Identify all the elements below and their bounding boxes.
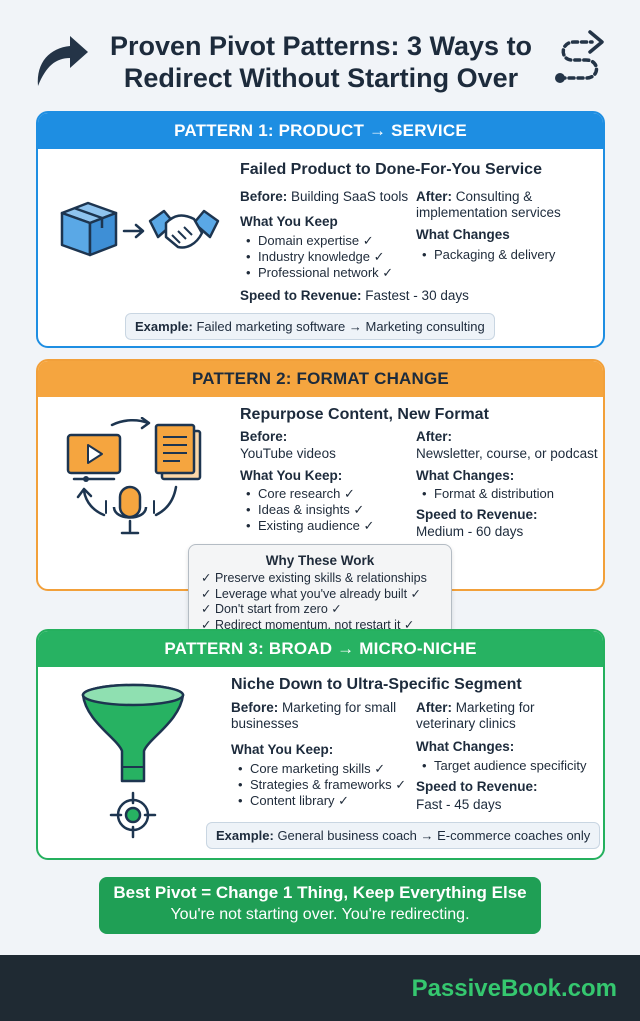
title-line-2: Redirect Without Starting Over [123, 63, 519, 93]
why-title: Why These Work [265, 553, 375, 568]
pattern-3-example: Example: General business coach → E-comm… [206, 822, 601, 849]
list-item: Content library ✓ [238, 793, 406, 809]
pattern-2-subtitle: Repurpose Content, New Format [240, 406, 489, 423]
keep-list: Core marketing skills ✓ Strategies & fra… [238, 761, 406, 809]
example-value: General business coach → E-commerce coac… [277, 828, 591, 843]
video-icon [66, 433, 122, 482]
speed-value: Medium - 60 days [416, 524, 524, 539]
why-these-work-box: Why These Work ✓ Preserve existing skill… [188, 544, 452, 636]
before-label: Before: [240, 429, 288, 444]
pattern-3-heading: PATTERN 3: BROAD → MICRO-NICHE [38, 631, 603, 667]
list-item: Core research ✓ [246, 486, 374, 502]
before-label: Before: [231, 700, 279, 715]
list-item: Industry knowledge ✓ [246, 249, 393, 265]
brand-logo-text[interactable]: PassiveBook.com [411, 975, 617, 1002]
pattern-1-example: Example: Failed marketing software → Mar… [125, 313, 495, 340]
target-icon [109, 791, 157, 839]
list-item: ✓ Redirect momentum, not restart it ✓ [201, 617, 415, 632]
pattern-1-before: Before: Building SaaS tools [240, 189, 408, 205]
keep-label: What You Keep: [240, 468, 343, 483]
list-item: ✓ Don't start from zero ✓ [201, 602, 342, 616]
list-item: Strategies & frameworks ✓ [238, 777, 406, 793]
list-item: Target audience specificity [422, 758, 586, 774]
before-value: Marketing for small businesses [231, 700, 397, 731]
pattern-3-card: PATTERN 3: BROAD → MICRO-NICHE Niche Dow… [36, 629, 605, 860]
after-label: After: [416, 189, 452, 204]
route-path-icon [555, 30, 604, 83]
speed-value: Fastest - 30 days [365, 288, 469, 303]
example-label: Example: [216, 828, 274, 843]
title-line-1: Proven Pivot Patterns: 3 Ways to [109, 31, 533, 61]
speed-label: Speed to Revenue: [240, 288, 362, 303]
banner-tagline: You're not starting over. You're redirec… [170, 906, 470, 923]
product-to-service-illustration [60, 201, 220, 257]
keep-list: Core research ✓ Ideas & insights ✓ Exist… [246, 486, 374, 534]
pattern-1-heading: PATTERN 1: PRODUCT → SERVICE [38, 113, 603, 149]
list-item: Domain expertise ✓ [246, 233, 393, 249]
arrow-icon [122, 223, 145, 239]
speed-value: Fast - 45 days [416, 797, 502, 812]
speed-label: Speed to Revenue: [416, 779, 538, 794]
after-label: After: [416, 429, 452, 444]
pattern-1-after: After: Consulting & implementation servi… [416, 189, 596, 221]
pattern-1-speed: Speed to Revenue: Fastest - 30 days [240, 288, 469, 304]
changes-label: What Changes [416, 227, 510, 242]
list-item: ✓ Leverage what you've already built ✓ [201, 586, 421, 601]
box-icon [60, 201, 118, 257]
keep-label: What You Keep [240, 214, 338, 229]
pattern-3-before: Before: Marketing for small businesses [231, 700, 411, 732]
pattern-3-after: After: Marketing for veterinary clinics [416, 700, 566, 732]
pattern-1-subtitle: Failed Product to Done-For-You Service [240, 161, 542, 178]
document-icon [154, 423, 202, 481]
changes-label: What Changes: [416, 468, 515, 483]
changes-list: Target audience specificity [422, 758, 586, 774]
example-value: Failed marketing software → Marketing co… [196, 319, 485, 334]
handshake-icon [148, 209, 220, 249]
keep-label: What You Keep: [231, 742, 334, 757]
after-value: Consulting & implementation services [416, 189, 561, 220]
microphone-icon [105, 485, 155, 535]
changes-list: Packaging & delivery [422, 247, 555, 263]
curved-arrow-icon [37, 36, 88, 86]
page-title: Proven Pivot Patterns: 3 Ways to Redirec… [90, 30, 552, 94]
list-item: Professional network ✓ [246, 265, 393, 281]
pattern-3-subtitle: Niche Down to Ultra-Specific Segment [231, 676, 522, 693]
cycle-arrows-icon [76, 417, 178, 517]
before-label: Before: [240, 189, 288, 204]
after-label: After: [416, 700, 452, 715]
after-value: Marketing for veterinary clinics [416, 700, 535, 731]
list-item: Format & distribution [422, 486, 554, 502]
footer: PassiveBook.com [0, 955, 640, 1021]
changes-label: What Changes: [416, 739, 515, 754]
after-value: Newsletter, course, or podcast [416, 446, 598, 461]
example-label: Example: [135, 319, 193, 334]
keep-list: Domain expertise ✓ Industry knowledge ✓ … [246, 233, 393, 281]
changes-list: Format & distribution [422, 486, 554, 502]
banner-headline: Best Pivot = Change 1 Thing, Keep Everyt… [113, 883, 527, 902]
speed-label: Speed to Revenue: [416, 507, 538, 522]
pattern-1-card: PATTERN 1: PRODUCT → SERVICE Failed Prod… [36, 111, 605, 348]
best-pivot-banner: Best Pivot = Change 1 Thing, Keep Everyt… [99, 877, 541, 934]
pattern-2-heading: PATTERN 2: FORMAT CHANGE [38, 361, 603, 397]
list-item: Existing audience ✓ [246, 518, 374, 534]
format-change-illustration [66, 417, 202, 535]
funnel-icon [81, 683, 185, 783]
list-item: ✓ Preserve existing skills & relationshi… [201, 571, 427, 585]
why-list: ✓ Preserve existing skills & relationshi… [201, 571, 427, 633]
before-value: YouTube videos [240, 446, 336, 461]
niche-down-illustration [81, 683, 185, 839]
list-item: Core marketing skills ✓ [238, 761, 406, 777]
list-item: Ideas & insights ✓ [246, 502, 374, 518]
list-item: Packaging & delivery [422, 247, 555, 263]
before-value: Building SaaS tools [291, 189, 409, 204]
